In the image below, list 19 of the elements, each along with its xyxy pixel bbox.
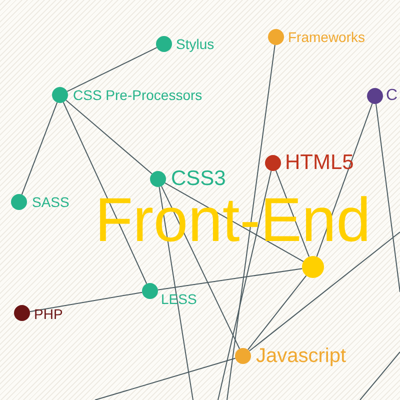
connector-line (29, 292, 143, 312)
connector-line (247, 275, 307, 350)
connector-line (66, 100, 152, 174)
node-label: Javascript (256, 346, 346, 366)
connector-line (66, 47, 158, 92)
connector-line (94, 358, 236, 400)
node-label: Frameworks (288, 30, 366, 44)
node-label: SASS (32, 195, 70, 209)
connector-line (226, 44, 276, 400)
connector-line (21, 102, 58, 196)
connector-line (376, 103, 400, 292)
connector-line (62, 102, 148, 284)
node-label: CSS3 (171, 168, 226, 189)
connector-line (157, 268, 303, 290)
node-label: CSS Pre-Processors (73, 88, 202, 102)
node-label: Stylus (176, 37, 214, 51)
connector-line (248, 232, 400, 352)
node-label: C (386, 88, 398, 104)
node-label: PHP (34, 307, 63, 321)
